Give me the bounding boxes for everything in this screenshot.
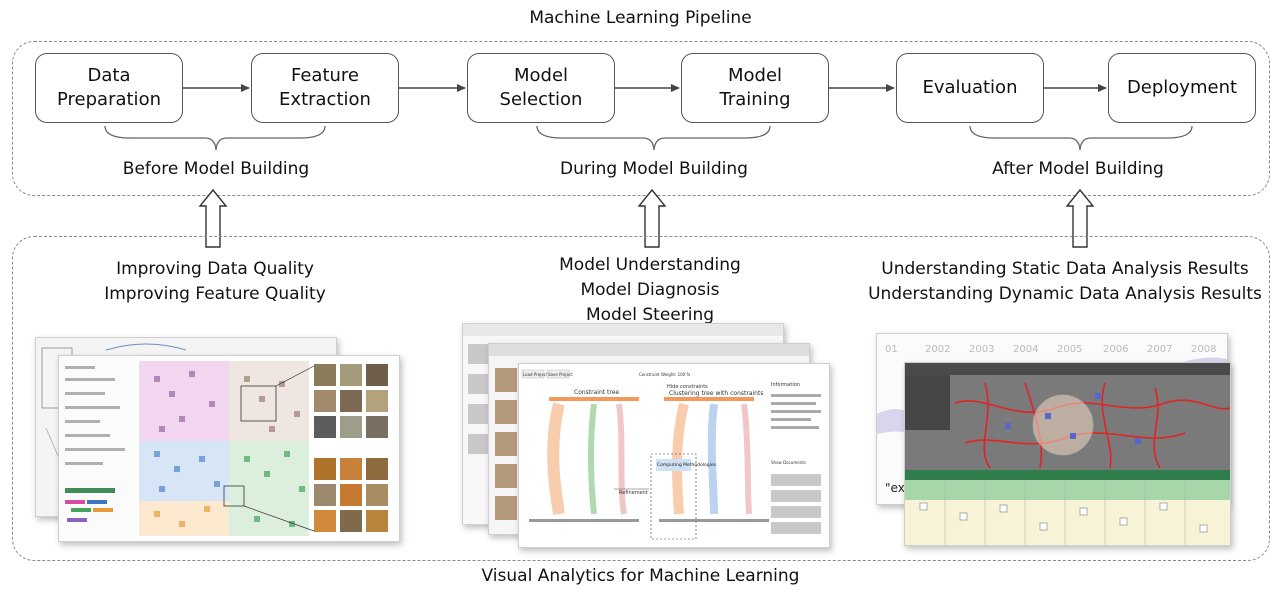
visual-analytics-title: Visual Analytics for Machine Learning xyxy=(481,566,800,586)
task-model: Model Understanding Model Diagnosis Mode… xyxy=(520,253,780,328)
year-label: 2008 xyxy=(1191,344,1216,355)
screenshot-model-front: Load Project Save Project Constraint Wei… xyxy=(518,363,830,548)
task-line: Model Understanding xyxy=(559,255,741,275)
task-line: Understanding Dynamic Data Analysis Resu… xyxy=(868,284,1262,304)
scatter-grid-view xyxy=(59,356,388,541)
task-line: Model Steering xyxy=(585,305,715,325)
year-label: 2005 xyxy=(1057,344,1082,355)
stage-line-1: Model xyxy=(513,65,569,86)
stage-line-2: Selection xyxy=(499,89,583,110)
stage-line-1: Feature xyxy=(290,65,359,86)
show-documents-link: Show Documents xyxy=(771,460,806,465)
status-text: Constraint Weight: 100 % xyxy=(639,372,690,377)
stage-deployment: Deployment xyxy=(1108,53,1256,123)
map-view xyxy=(905,363,1230,545)
back-thumbnails xyxy=(489,344,809,520)
phase-before: Before Model Building xyxy=(122,159,310,179)
year-label: 2007 xyxy=(1147,344,1172,355)
year-label: 2004 xyxy=(1013,344,1038,355)
computing-label: Computing Methodologies xyxy=(657,462,717,468)
stage-line-2: Training xyxy=(719,89,791,110)
hide-constraints-label: Hide constraints xyxy=(667,384,708,390)
task-line: Understanding Static Data Analysis Resul… xyxy=(881,259,1249,279)
phase-during: During Model Building xyxy=(560,159,748,179)
visual-analytics-group xyxy=(12,236,1270,561)
load-project-button: Load Project xyxy=(523,372,548,377)
stage-line-2: Extraction xyxy=(279,89,371,110)
task-data-feature: Improving Data Quality Improving Feature… xyxy=(90,257,340,307)
phase-after: After Model Building xyxy=(992,159,1164,179)
refinement-label: Refinement xyxy=(619,490,648,496)
task-line: Improving Feature Quality xyxy=(104,284,326,304)
right-tree-title: Clustering tree with constraints xyxy=(669,390,763,397)
left-tree-title: Constraint tree xyxy=(574,389,619,396)
year-label: 2003 xyxy=(969,344,994,355)
stage-line-2: Preparation xyxy=(57,89,161,110)
stage-line-1: Deployment xyxy=(1126,77,1238,98)
info-panel-title: Information xyxy=(771,382,800,388)
stage-evaluation: Evaluation xyxy=(896,53,1044,123)
year-label: 2006 xyxy=(1103,344,1128,355)
stage-line-1: Evaluation xyxy=(922,77,1018,98)
stage-line-1: Model xyxy=(727,65,783,86)
screenshot-results-front xyxy=(904,362,1231,546)
task-line: Improving Data Quality xyxy=(116,259,314,279)
back-toolbar xyxy=(463,324,783,454)
tree-view: Load Project Save Project Constraint Wei… xyxy=(521,369,821,540)
stage-line-1: Data xyxy=(87,65,131,86)
save-project-button: Save Project xyxy=(548,372,573,377)
screenshot-data-quality-front xyxy=(58,355,400,542)
year-label: 2002 xyxy=(925,344,950,355)
task-results: Understanding Static Data Analysis Resul… xyxy=(850,257,1280,307)
task-line: Model Diagnosis xyxy=(580,280,720,300)
pipeline-title: Machine Learning Pipeline xyxy=(529,8,752,28)
year-label: 01 xyxy=(885,344,898,355)
